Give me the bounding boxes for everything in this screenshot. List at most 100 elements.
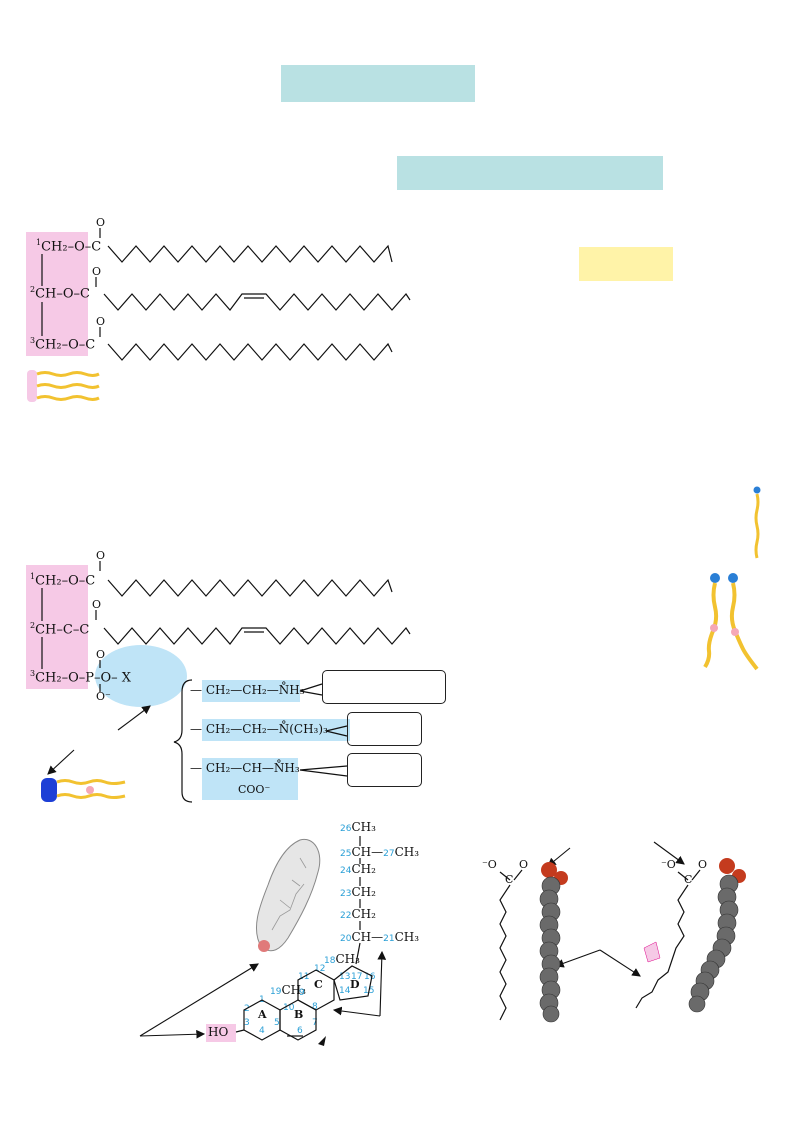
ring-num-4: 4: [259, 1026, 265, 1036]
callout-pointer-1: [299, 683, 323, 696]
tg-chain-2: [103, 293, 411, 311]
callout-pointer-3: [299, 765, 348, 777]
chol-c20: 20CH—21CH₃: [340, 930, 420, 944]
glycerol-backbone-highlight-2: [26, 565, 88, 689]
headgroup-highlight-2: [202, 719, 350, 741]
chol-c22: 22CH₂: [340, 907, 376, 921]
fa-unsaturated-stick: [635, 884, 689, 1009]
phospholipid-row-2: 2CH–C–C: [30, 621, 90, 638]
arrow-to-fa1-tail: [554, 949, 601, 968]
double-bond-kink-highlight: [643, 941, 661, 963]
arrow-to-head: [47, 749, 75, 775]
arrow-to-kink: [599, 949, 641, 977]
fa1-carboxyl-bond-o-minus: [499, 871, 511, 881]
phospholipid-row-3: 3CH₂–O–P–O– X: [30, 669, 132, 686]
phosphate-group-highlight: [95, 645, 187, 707]
headgroup-choline: — CH₂—CH₂—N̊(CH₃)₃: [190, 722, 328, 736]
fa1-carboxyl-bond-o: [513, 869, 523, 881]
triglyceride-row-3: 3CH₂–O–C: [30, 336, 96, 353]
ring-num-10: 10: [283, 1003, 295, 1013]
pl-chain-1: [107, 578, 393, 597]
ring-b-label: B: [294, 1008, 304, 1021]
ring-num-12: 12: [314, 964, 326, 974]
callout-box-2: [347, 712, 422, 746]
chol-c24: 24CH₂: [340, 862, 376, 876]
cholesterol-surface-model: [255, 838, 321, 952]
fa1-carboxyl-o: O: [519, 858, 529, 871]
triglyceride-row-2: 2CH–O–C: [30, 285, 90, 302]
heading-box-1: [281, 65, 475, 102]
ring-d: [333, 965, 373, 1001]
phosphate-o-top: O: [96, 648, 106, 661]
phospho-carbonyl-o-2: O: [92, 598, 102, 611]
chol-bond-20-17: [355, 942, 361, 965]
carbonyl-o-2: O: [92, 265, 102, 278]
arrow-to-cholesterol-oh-model: [139, 963, 259, 1037]
phospholipid-row-1: 1CH₂–O–C: [30, 572, 96, 589]
tg-chain-1: [107, 244, 393, 263]
arrow-to-fa2-carboxyl: [653, 841, 685, 865]
headgroup-highlight-1: [202, 680, 300, 702]
hydroxyl-highlight: [206, 1024, 236, 1042]
hydroxyl-label: HO: [208, 1025, 229, 1039]
headgroup-highlight-3: [202, 758, 298, 800]
headgroup-serine-carboxyl: COO⁻: [238, 783, 271, 796]
ring-num-5: 5: [274, 1018, 280, 1028]
hydroxyl-bond: [235, 1029, 245, 1033]
arrow-to-hydroxyl: [139, 1029, 206, 1039]
ring-num-7: 7: [312, 1018, 318, 1028]
chol-c23: 23CH₂: [340, 885, 376, 899]
chol-c26: 26CH₃: [340, 820, 376, 834]
headgroup-brace: [173, 679, 193, 803]
ring-num-13: 13: [339, 972, 351, 982]
phosphate-o-bottom: O⁻: [96, 690, 111, 703]
callout-box-3: [347, 753, 422, 787]
single-lipid-figure: [753, 486, 761, 559]
fa1-carboxyl-o-minus: ⁻O: [482, 858, 497, 871]
pl-chain-2: [103, 627, 411, 645]
note-box-yellow: [579, 247, 673, 281]
ring-a: [243, 999, 281, 1041]
ring-num-9: 9: [299, 988, 305, 998]
callout-box-1: [322, 670, 446, 704]
glycerol-backbone-highlight: [26, 232, 88, 356]
saturated-fatty-acid-model: [539, 862, 568, 1023]
ring-c-label: C: [314, 978, 323, 991]
ring-d-label: D: [350, 978, 360, 991]
ring-num-17: 17: [351, 972, 363, 982]
ring-num-3: 3: [244, 1018, 250, 1028]
chol-c25: 25CH—27CH₃: [340, 845, 420, 859]
arrow-to-phosphate: [117, 705, 151, 731]
heading-box-2: [397, 156, 663, 190]
ring-b: [279, 999, 317, 1041]
chol-c18: 18CH₃: [324, 952, 360, 966]
headgroup-serine: — CH₂—CH—N̊H₃: [190, 761, 300, 775]
arrow-to-side-chain: [377, 950, 387, 1017]
ring-num-8: 8: [312, 1002, 318, 1012]
ring-a-label: A: [258, 1008, 267, 1021]
ring-num-6: 6: [297, 1026, 303, 1036]
unsaturated-fatty-acid-model: [688, 858, 746, 1013]
carbonyl-o-1: O: [96, 216, 106, 229]
fa2-carboxyl-o-minus: ⁻O: [661, 858, 676, 871]
ring-c: [297, 969, 335, 1011]
ring-num-14: 14: [339, 986, 351, 996]
callout-pointer-2: [325, 725, 348, 737]
headgroup-ethanolamine: — CH₂—CH₂—N̊H₃: [190, 683, 305, 697]
phospho-carbonyl-o-1: O: [96, 549, 106, 562]
arrow-to-ring-system: [332, 1006, 381, 1017]
triglyceride-mini-icon: [27, 370, 100, 402]
phospholipid-mini-icon: [41, 778, 126, 802]
ring-num-16: 16: [364, 972, 376, 982]
carbonyl-o-3: O: [96, 315, 106, 328]
fa2-carboxyl-bond-o-minus: [677, 871, 689, 881]
fa-saturated-stick: [499, 884, 511, 1021]
phospholipid-figure: [703, 573, 759, 671]
chol-ring-ch3: 19CH₃: [270, 983, 306, 997]
tg-chain-3: [107, 342, 393, 361]
small-arrowhead: [318, 1036, 326, 1046]
fa2-carboxyl-bond-o: [691, 869, 701, 881]
triglyceride-row-1: 1CH₂–O–C: [36, 238, 102, 255]
fa2-carboxyl-o: O: [698, 858, 708, 871]
